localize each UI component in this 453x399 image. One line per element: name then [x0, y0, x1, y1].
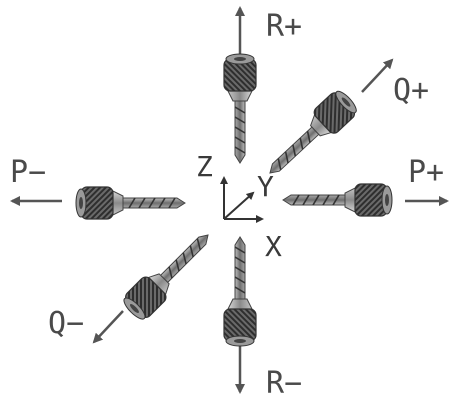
- drill-p-minus: [75, 186, 186, 220]
- drill-r-minus: [223, 236, 257, 347]
- drill-q-minus: [118, 222, 221, 325]
- label-p-minus: P−: [10, 155, 46, 190]
- arrow-q-plus: [361, 58, 394, 93]
- axis-y: [223, 191, 255, 220]
- label-r-plus: R+: [266, 9, 302, 44]
- axis-z-label: Z: [196, 150, 213, 183]
- label-p-plus: P+: [408, 155, 444, 190]
- drill-q-plus: [258, 86, 362, 186]
- axis-x-label: X: [265, 230, 282, 263]
- label-q-minus: Q−: [48, 306, 84, 341]
- arrow-q-minus: [92, 310, 124, 344]
- label-q-plus: Q+: [393, 73, 429, 108]
- drill-p-plus: [282, 183, 393, 217]
- axis-y-label: Y: [257, 170, 274, 203]
- label-r-minus: R−: [266, 366, 302, 399]
- drill-r-plus: [223, 53, 257, 164]
